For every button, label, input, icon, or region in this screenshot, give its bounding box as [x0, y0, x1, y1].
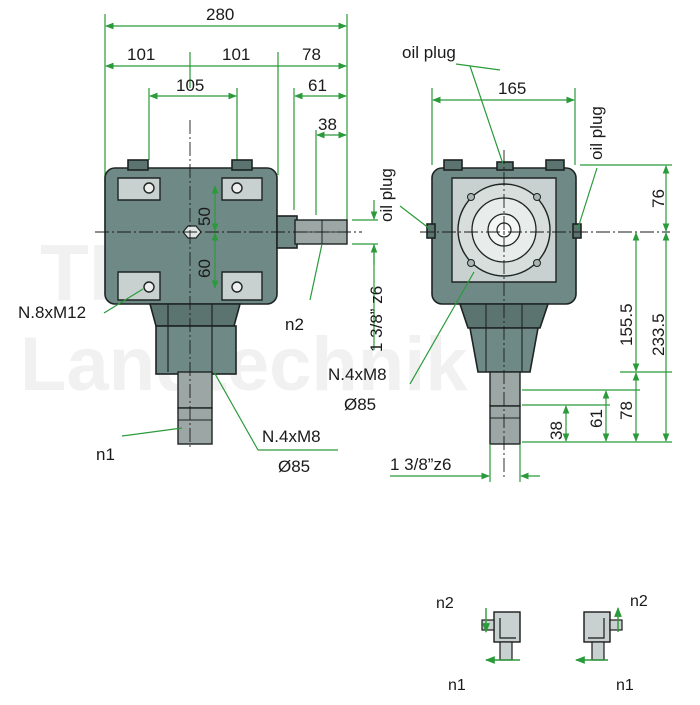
dim-78-side: 78	[617, 401, 636, 420]
dim-61-side: 61	[587, 409, 606, 428]
dim-61: 61	[308, 76, 327, 95]
label-oil-plug-top: oil plug	[402, 43, 456, 62]
dim-shaft-n2: 1 3/8” z6	[367, 286, 386, 352]
dim-101-right: 101	[222, 45, 250, 64]
dim-38-side: 38	[547, 421, 566, 440]
dim-280: 280	[206, 5, 234, 24]
dim-38: 38	[318, 115, 337, 134]
lower-neck	[148, 303, 242, 327]
top-lug-left	[127, 159, 149, 171]
legend-right-n1: n1	[616, 677, 634, 694]
oil-plug-right	[572, 223, 582, 239]
dim-165: 165	[498, 79, 526, 98]
legend-right: n2 n1	[575, 593, 648, 694]
legend-right-n2: n2	[630, 593, 648, 610]
legend-left: n2 n1	[436, 595, 521, 694]
bolt-plate-bl	[117, 271, 161, 301]
dim-shaft-n1: 1 3/8”z6	[390, 455, 451, 474]
dim-50: 50	[195, 207, 214, 226]
bolt-hole-tl	[143, 182, 155, 194]
legend-left-n2: n2	[436, 595, 454, 612]
legend-left-n1: n1	[448, 677, 466, 694]
lower-flange	[155, 325, 237, 375]
dim-76: 76	[649, 189, 668, 208]
top-lug-right	[231, 159, 253, 171]
label-flange-side-1: N.4xM8	[328, 365, 387, 384]
dim-101-left: 101	[127, 45, 155, 64]
watermark-line2: Landtechnik	[20, 322, 468, 407]
bolt-hole-br	[231, 281, 243, 293]
dim-78: 78	[302, 45, 321, 64]
dim-105: 105	[176, 76, 204, 95]
n1-shaft-collar	[177, 371, 213, 409]
dim-60: 60	[195, 259, 214, 278]
label-flange-front-1: N.4xM8	[262, 427, 321, 446]
bolt-hole-tr	[231, 182, 243, 194]
oil-plug-left	[426, 223, 436, 239]
side-shaft	[489, 405, 521, 445]
label-n1: n1	[96, 445, 115, 464]
label-flange-front-2: Ø85	[278, 457, 310, 476]
label-flange-side-2: Ø85	[344, 395, 376, 414]
label-oil-plug-left: oil plug	[377, 168, 396, 222]
side-view: 165 76	[328, 43, 672, 482]
label-bolts: N.8xM12	[18, 303, 86, 322]
label-n2: n2	[285, 315, 304, 334]
n1-shaft	[177, 407, 213, 445]
dim-155-5: 155.5	[617, 303, 636, 346]
bolt-hole-bl	[143, 281, 155, 293]
label-oil-plug-right: oil plug	[587, 106, 606, 160]
side-shaft-collar	[489, 371, 521, 407]
dim-233-5: 233.5	[649, 313, 668, 356]
front-view: 280 101 101 78 105 61 38	[18, 5, 386, 476]
